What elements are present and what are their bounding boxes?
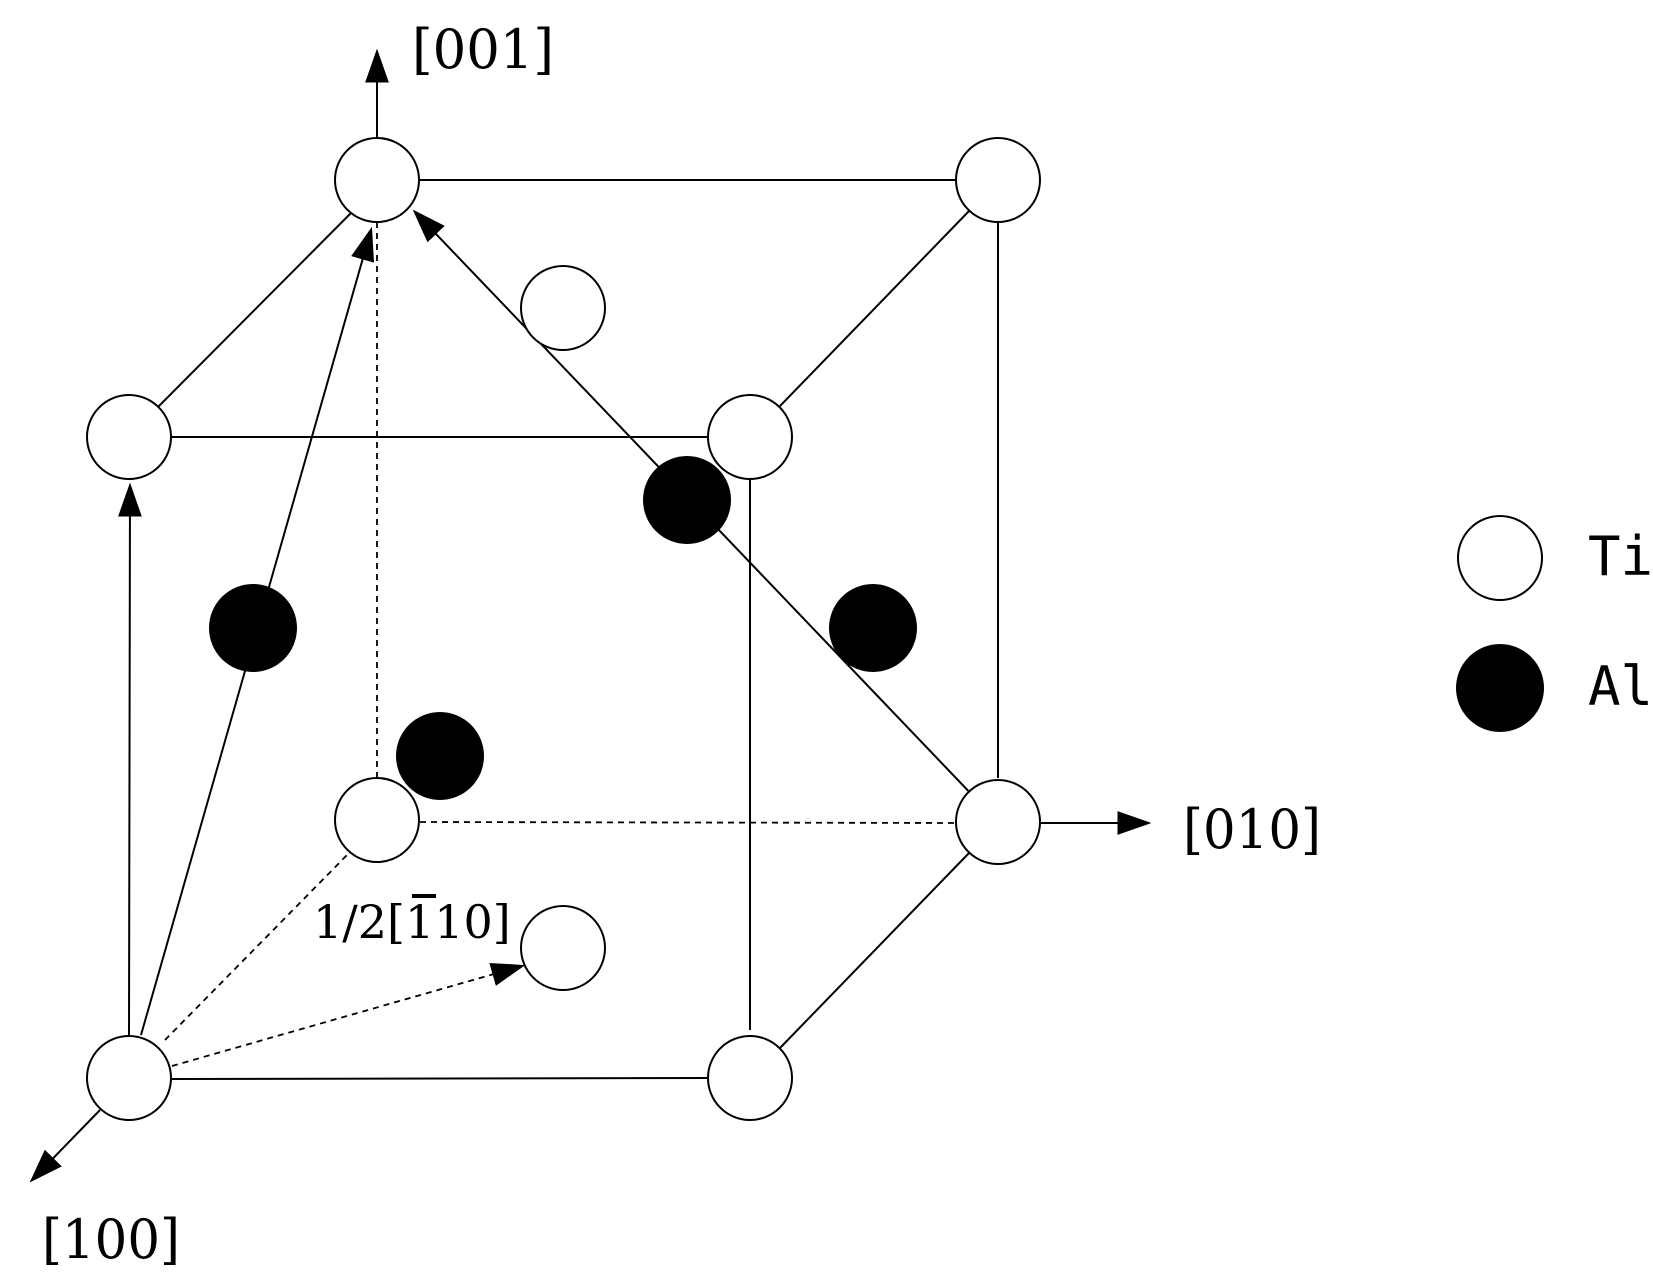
al-atom (643, 456, 731, 544)
legend: Ti Al (1456, 515, 1653, 732)
hidden-edges (164, 222, 956, 1041)
axis-label-100: [100] (42, 1208, 180, 1271)
ti-atom (334, 137, 420, 223)
edge-bottom-right-diag (779, 851, 971, 1049)
axis-label-010: [010] (1183, 798, 1321, 861)
ti-atom (955, 779, 1041, 865)
arrow-burgers-vector (171, 962, 526, 1067)
al-atom (396, 712, 484, 800)
ti-atom (707, 1035, 793, 1121)
edge-top-right-diag (749, 209, 971, 438)
legend-al-marker (1456, 644, 1544, 732)
legend-al-label: Al (1588, 655, 1653, 718)
legend-ti-marker (1457, 515, 1543, 601)
hidden-bottom-edge (419, 821, 956, 824)
ti-atom (520, 905, 606, 991)
ti-atom (520, 265, 606, 351)
axis-label-001: [001] (412, 18, 554, 81)
burgers-vector-label: 1/2[110] (313, 894, 511, 949)
svg-text:1/2[110]: 1/2[110] (313, 895, 511, 949)
ti-atom (955, 137, 1041, 223)
burgers-suffix: 10] (434, 895, 510, 949)
ti-atom (86, 1035, 172, 1121)
legend-ti-label: Ti (1588, 525, 1653, 588)
burgers-bar-digit: 1 (405, 895, 434, 949)
arrow-x-axis (29, 1109, 101, 1183)
edge-top-left-diag (155, 210, 354, 410)
edge-front-bottom (171, 1077, 708, 1080)
ti-atom (86, 394, 172, 480)
al-atom (209, 584, 297, 672)
vectors (29, 48, 1152, 1183)
cube-edges (155, 90, 999, 1080)
ti-atom (334, 777, 420, 863)
ti-atom (707, 394, 793, 480)
ti-atoms (86, 137, 1041, 1121)
al-atoms (209, 456, 917, 800)
burgers-prefix: 1/2[ (313, 895, 405, 949)
al-atom (829, 584, 917, 672)
arrow-vertical-front (118, 482, 142, 1036)
